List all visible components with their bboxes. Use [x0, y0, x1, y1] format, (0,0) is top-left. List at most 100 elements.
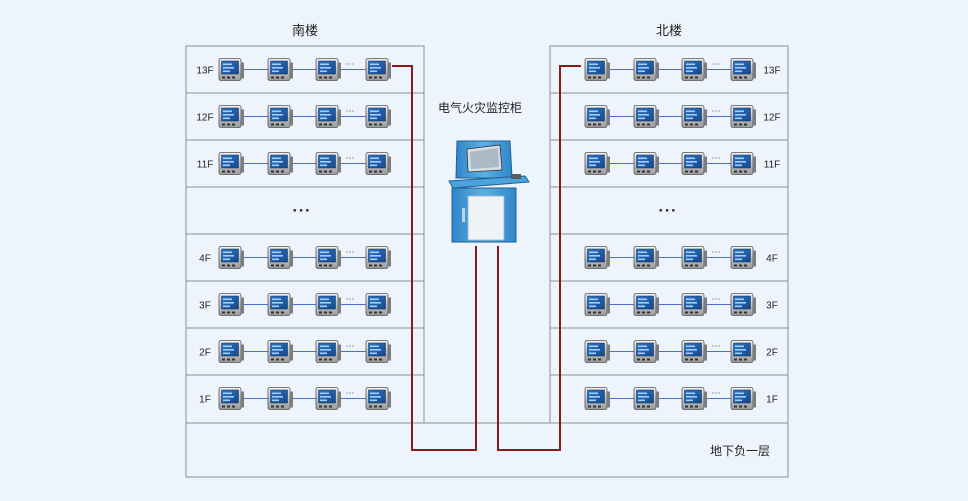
- electrical-fire-detector-icon: [681, 387, 708, 410]
- more-detectors-ellipsis: ···: [346, 294, 355, 304]
- electrical-fire-detector-icon: [315, 246, 342, 269]
- electrical-fire-detector-icon: [681, 152, 708, 175]
- electrical-fire-detector-icon: [584, 293, 611, 316]
- omitted-floors-ellipsis: ···: [293, 203, 312, 220]
- floor-row: ···11F: [197, 152, 392, 175]
- electrical-fire-detector-icon: [584, 387, 611, 410]
- electrical-fire-detector-icon: [365, 387, 392, 410]
- electrical-fire-detector-icon: [218, 246, 245, 269]
- floor-label: 1F: [199, 395, 211, 406]
- more-detectors-ellipsis: ···: [712, 294, 721, 304]
- monitoring-cabinet-icon: [448, 140, 530, 243]
- electrical-fire-detector-icon: [218, 105, 245, 128]
- electrical-fire-detector-icon: [365, 152, 392, 175]
- electrical-fire-detector-icon: [315, 58, 342, 81]
- electrical-fire-detector-icon: [584, 58, 611, 81]
- electrical-fire-detector-icon: [267, 152, 294, 175]
- floor-row: ··· 3F: [584, 293, 778, 316]
- floor-label: 13F: [763, 66, 780, 77]
- electrical-fire-detector-icon: [730, 246, 757, 269]
- floor-label: 4F: [766, 254, 778, 265]
- floor-row: ··· 3F: [199, 293, 392, 316]
- floor-row: ··· 1F: [584, 387, 778, 410]
- electrical-fire-detector-icon: [633, 105, 660, 128]
- south-building-title: 南楼: [292, 23, 318, 38]
- basement-frame: [185, 422, 789, 478]
- electrical-fire-detector-icon: [315, 105, 342, 128]
- floor-label: 2F: [199, 348, 211, 359]
- floor-label: 11F: [764, 160, 781, 171]
- more-detectors-ellipsis: ···: [712, 106, 721, 116]
- electrical-fire-detector-icon: [584, 246, 611, 269]
- north-building-title: 北楼: [656, 23, 682, 38]
- electrical-fire-detector-icon: [681, 340, 708, 363]
- more-detectors-ellipsis: ···: [346, 341, 355, 351]
- electrical-fire-detector-icon: [584, 152, 611, 175]
- electrical-fire-detector-icon: [730, 58, 757, 81]
- floor-label: 3F: [199, 301, 211, 312]
- floor-row: ··· 12F: [196, 105, 392, 128]
- more-detectors-ellipsis: ···: [346, 106, 355, 116]
- omitted-floors-ellipsis: ···: [659, 203, 678, 220]
- electrical-fire-detector-icon: [584, 105, 611, 128]
- more-detectors-ellipsis: ···: [712, 59, 721, 69]
- electrical-fire-detector-icon: [730, 387, 757, 410]
- electrical-fire-detector-icon: [633, 340, 660, 363]
- floor-row: ··· 11F: [584, 152, 781, 175]
- more-detectors-ellipsis: ···: [346, 59, 355, 69]
- floor-label: 1F: [766, 395, 778, 406]
- floor-label: 4F: [199, 254, 211, 265]
- electrical-fire-detector-icon: [633, 293, 660, 316]
- electrical-fire-detector-icon: [633, 246, 660, 269]
- electrical-fire-detector-icon: [315, 293, 342, 316]
- floor-label: 13F: [196, 66, 213, 77]
- electrical-fire-detector-icon: [218, 152, 245, 175]
- floor-row: ··· 4F: [199, 246, 392, 269]
- electrical-fire-detector-icon: [730, 152, 757, 175]
- north-cable: [497, 65, 581, 451]
- floor-label: 12F: [763, 113, 780, 124]
- electrical-fire-detector-icon: [730, 340, 757, 363]
- floor-label: 12F: [196, 113, 213, 124]
- electrical-fire-detector-icon: [365, 246, 392, 269]
- electrical-fire-detector-icon: [267, 246, 294, 269]
- electrical-fire-detector-icon: [633, 387, 660, 410]
- more-detectors-ellipsis: ···: [346, 388, 355, 398]
- electrical-fire-detector-icon: [681, 58, 708, 81]
- electrical-fire-detector-icon: [730, 105, 757, 128]
- floor-label: 2F: [766, 348, 778, 359]
- electrical-fire-detector-icon: [315, 387, 342, 410]
- floor-row: ··· 13F: [196, 58, 392, 81]
- electrical-fire-detector-icon: [218, 293, 245, 316]
- more-detectors-ellipsis: ···: [346, 247, 355, 257]
- electrical-fire-detector-icon: [365, 58, 392, 81]
- electrical-fire-detector-icon: [584, 340, 611, 363]
- more-detectors-ellipsis: ···: [712, 247, 721, 257]
- north-building: ··· 13F ··· 12F ··· 11F ··· ··· 4F ··· 3F ··· 2F ··· 1…: [550, 58, 788, 410]
- electrical-fire-detector-icon: [267, 293, 294, 316]
- electrical-fire-detector-icon: [267, 105, 294, 128]
- floor-row: ··· 13F: [584, 58, 781, 81]
- floor-label: 3F: [766, 301, 778, 312]
- more-detectors-ellipsis: ···: [712, 341, 721, 351]
- electrical-fire-detector-icon: [633, 152, 660, 175]
- electrical-fire-detector-icon: [365, 105, 392, 128]
- electrical-fire-detector-icon: [218, 387, 245, 410]
- south-building: ···13F···12F···11F······4F···3F···2F···1…: [186, 58, 424, 410]
- more-detectors-ellipsis: ···: [712, 153, 721, 163]
- electrical-fire-detector-icon: [681, 293, 708, 316]
- floor-row: ··· 1F: [199, 387, 392, 410]
- floor-row: ··· 12F: [584, 105, 781, 128]
- cabinet-label: 电气火灾监控柜: [438, 100, 522, 115]
- more-detectors-ellipsis: ···: [712, 388, 721, 398]
- electrical-fire-detector-icon: [267, 387, 294, 410]
- electrical-fire-detector-icon: [267, 340, 294, 363]
- electrical-fire-detector-icon: [315, 340, 342, 363]
- electrical-fire-detector-icon: [681, 105, 708, 128]
- basement-label: 地下负一层: [710, 444, 770, 458]
- floor-row: ··· 4F: [584, 246, 778, 269]
- electrical-fire-detector-icon: [315, 152, 342, 175]
- more-detectors-ellipsis: ···: [346, 153, 355, 163]
- electrical-fire-detector-icon: [365, 293, 392, 316]
